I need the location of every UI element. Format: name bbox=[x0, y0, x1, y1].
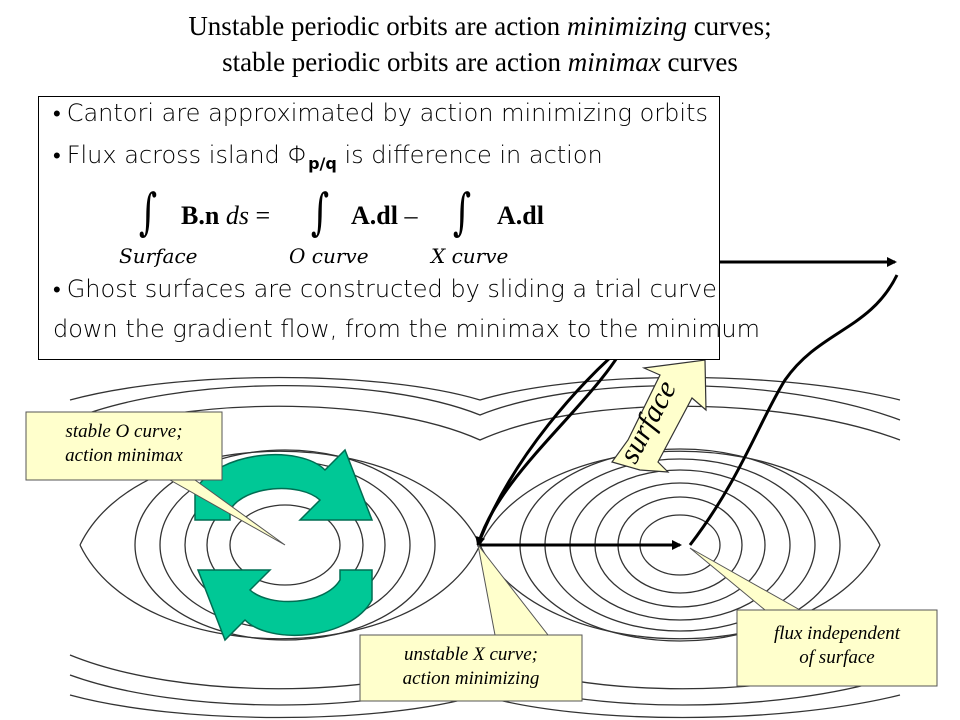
bullet-2: •Flux across island Φp/q is difference i… bbox=[53, 141, 603, 173]
bullet-dot-icon: • bbox=[53, 102, 61, 127]
callout-flux-line2: of surface bbox=[799, 647, 875, 668]
callout-flux bbox=[689, 547, 938, 687]
circular-arrows-icon bbox=[194, 448, 374, 642]
eq-sub-x: X curve bbox=[431, 244, 509, 268]
bullet-3-text-a: Ghost surfaces are constructed by slidin… bbox=[66, 275, 717, 303]
title-2a: stable periodic orbits are action bbox=[222, 47, 568, 77]
bullet-1: •Cantori are approximated by action mini… bbox=[53, 99, 708, 127]
bullet-3: •Ghost surfaces are constructed by slidi… bbox=[53, 275, 717, 303]
phi-symbol: Φ bbox=[287, 141, 309, 169]
surface-arrow-icon bbox=[611, 359, 707, 473]
bullet-2-text-a: Flux across island bbox=[66, 141, 288, 169]
eq-term-1: B.n ds = bbox=[181, 201, 270, 231]
callout-flux-text: flux independent of surface bbox=[737, 622, 937, 670]
integral-sign-icon: ∫ bbox=[310, 183, 330, 241]
phi-subscript: p/q bbox=[308, 153, 337, 173]
eq-adl-1: A.dl bbox=[351, 201, 398, 230]
eq-adl-2: A.dl bbox=[497, 201, 544, 230]
bullet-dot-icon: • bbox=[53, 278, 61, 303]
bullet-dot-icon: • bbox=[53, 144, 61, 169]
eq-sub-surface: Surface bbox=[119, 244, 198, 268]
bullet-1-text: Cantori are approximated by action minim… bbox=[66, 99, 708, 127]
callout-unstable-x-line1: unstable X curve; bbox=[403, 644, 538, 665]
callout-stable-o-text: stable O curve; action minimax bbox=[26, 420, 222, 468]
eq-bn: B.n bbox=[181, 201, 220, 230]
callout-stable-o bbox=[25, 411, 286, 546]
callout-flux-line1: flux independent bbox=[773, 623, 901, 644]
callout-unstable-x-line2: action minimizing bbox=[402, 668, 540, 689]
integral-sign-icon: ∫ bbox=[138, 183, 158, 241]
title-2b: minimax bbox=[567, 47, 661, 77]
eq-ds: ds bbox=[225, 201, 249, 230]
eq-minus: – bbox=[404, 201, 418, 230]
bullet-2-text-b: is difference in action bbox=[336, 141, 603, 169]
title-1c: curves; bbox=[686, 11, 772, 41]
eq-equals: = bbox=[255, 201, 271, 230]
integral-sign-icon: ∫ bbox=[452, 183, 472, 241]
bullet-3-text-b: down the gradient flow, from the minimax… bbox=[53, 315, 760, 343]
title-line-1: Unstable periodic orbits are action mini… bbox=[0, 8, 960, 44]
eq-sub-o: O curve bbox=[289, 244, 369, 268]
bullet-box: •Cantori are approximated by action mini… bbox=[38, 96, 760, 360]
callout-unstable-x bbox=[359, 544, 583, 702]
title-1a: Unstable periodic orbits are action bbox=[188, 11, 567, 41]
callout-unstable-x-text: unstable X curve; action minimizing bbox=[360, 643, 582, 691]
callout-stable-o-line1: stable O curve; bbox=[65, 421, 183, 442]
page-title: Unstable periodic orbits are action mini… bbox=[0, 8, 960, 80]
title-2c: curves bbox=[660, 47, 738, 77]
eq-term-2: A.dl – bbox=[351, 201, 417, 231]
title-line-2: stable periodic orbits are action minima… bbox=[0, 44, 960, 80]
callout-stable-o-line2: action minimax bbox=[65, 445, 183, 466]
title-1b: minimizing bbox=[566, 11, 687, 41]
